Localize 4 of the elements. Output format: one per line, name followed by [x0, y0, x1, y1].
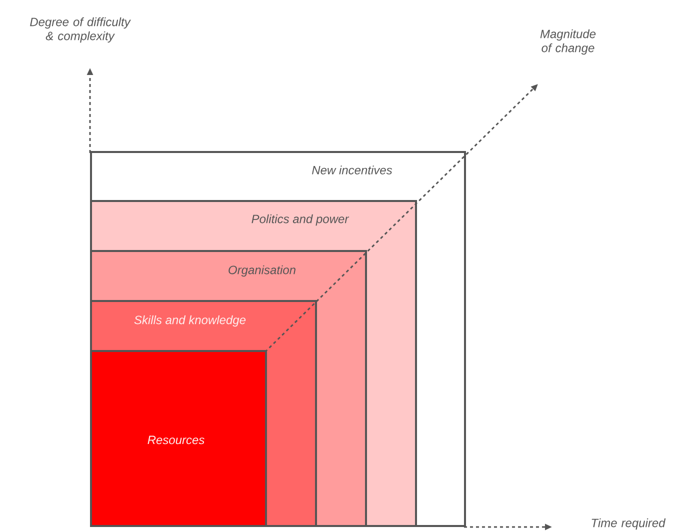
layer-box: Resources [90, 350, 267, 527]
axis-label: Magnitude of change [540, 29, 596, 55]
axis-label: Degree of difficulty & complexity [30, 17, 131, 43]
axis-label: Time required [592, 518, 666, 530]
